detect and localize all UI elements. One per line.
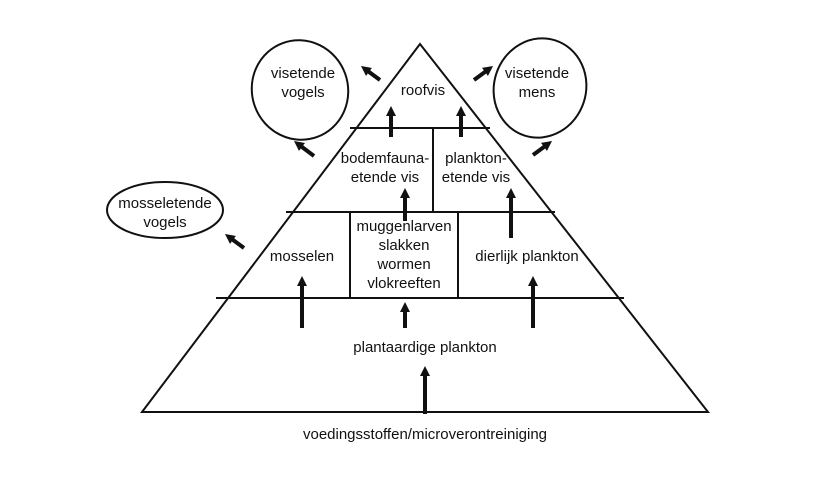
benthic-fish-label: bodemfauna- (341, 150, 429, 167)
fish-humans-label: visetende (505, 65, 569, 82)
fish-humans-ellipse (492, 37, 588, 139)
benthic-fauna-label: wormen (376, 256, 430, 273)
consumer-ellipses (106, 37, 588, 239)
benthic-fauna-label: muggenlarven (356, 218, 451, 235)
zooplankton-label: dierlijk plankton (475, 248, 578, 265)
mussel-birds-label: vogels (143, 214, 186, 231)
benthic-fish-label: etende vis (351, 169, 419, 186)
fish-birds-label: visetende (271, 65, 335, 82)
arrow-benthic-fish-to-birds-icon (294, 141, 316, 158)
arrow-predator-to-humans-icon (472, 66, 494, 82)
arrow-plankton-fish-to-humans-icon (531, 141, 553, 157)
plant-plankton-label: plantaardige plankton (353, 339, 496, 356)
predator-fish-label: roofvis (401, 82, 445, 99)
mussels-label: mosselen (270, 248, 334, 265)
mussel-birds-label: mosseletende (118, 195, 211, 212)
fish-birds-ellipse (250, 39, 350, 141)
plankton-fish-label: etende vis (442, 169, 510, 186)
fish-birds-label: vogels (281, 84, 324, 101)
arrows (224, 66, 553, 414)
mussel-birds-ellipse (106, 181, 224, 239)
arrow-mussels-to-birds-icon (224, 234, 246, 250)
benthic-fauna-label: slakken (379, 237, 430, 254)
plankton-fish-label: plankton- (445, 150, 507, 167)
arrow-predator-to-birds-icon (360, 66, 382, 82)
fish-humans-label: mens (519, 84, 556, 101)
labels: voedingsstoffen/microverontreiniging pla… (118, 65, 578, 443)
nutrient-source-label: voedingsstoffen/microverontreiniging (303, 426, 547, 443)
benthic-fauna-label: vlokreeften (367, 275, 440, 292)
